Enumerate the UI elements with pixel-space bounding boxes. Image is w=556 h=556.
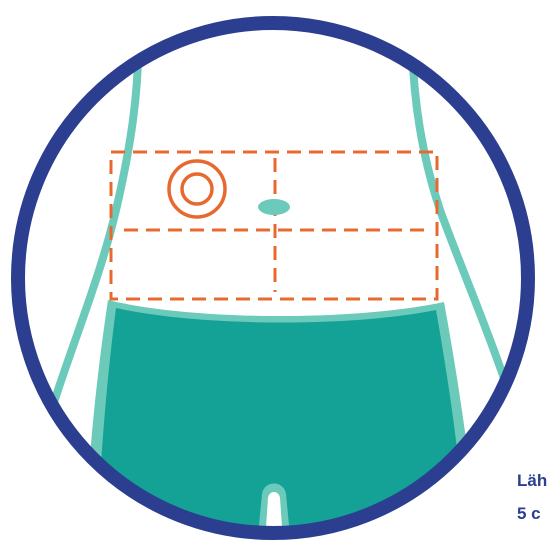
navel-icon (258, 199, 290, 215)
caption-line-2: 5 c (517, 504, 541, 524)
caption-line-1: Läh (517, 471, 547, 491)
injection-target-icon (169, 161, 225, 217)
